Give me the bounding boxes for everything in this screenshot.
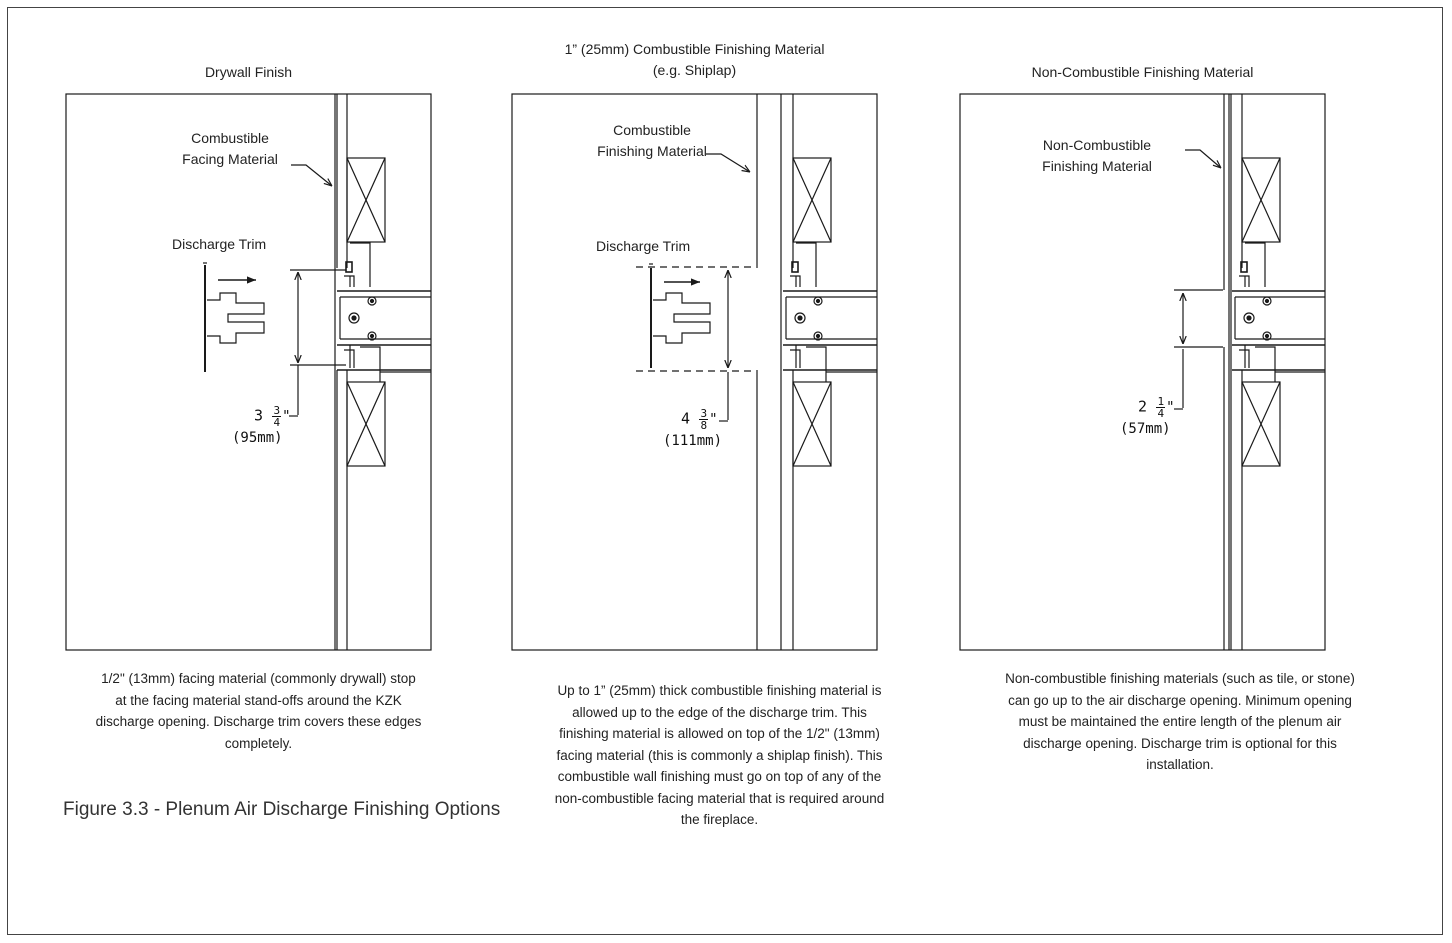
figure-caption: Figure 3.3 - Plenum Air Discharge Finish… [63,799,501,820]
panel-2-lower-stud [792,381,832,467]
panel-3-plenum [1232,242,1325,382]
panel-2-dimension-metric: (111mm) [663,433,723,449]
panel-2-discharge-trim-label: Discharge Trim [596,238,691,254]
panel-1-facing-label: Combustible Facing Material [182,130,278,167]
panel-3-finishing-label: Non-Combustible Finishing Material [1042,137,1152,174]
panel-2-wall [756,94,794,650]
panel-2-discharge-trim [649,263,711,368]
panel-3-dimension-metric: (57mm) [1120,421,1171,437]
panel-3-title: Non-Combustible Finishing Material [1031,64,1254,80]
panel-1-wall [334,94,348,650]
panel-2-title: 1” (25mm) Combustible Finishing Material… [564,41,825,78]
panel-1-discharge-trim [203,262,265,372]
panel-2-upper-stud [792,157,832,243]
panel-1-dimension-lines [289,269,346,417]
panel-3-dimension-lines [1174,289,1223,410]
panel-1-caption: 1/2" (13mm) facing material (commonly dr… [95,671,422,751]
panel-3-finishing-leader [1185,149,1221,168]
panel-3-upper-stud [1241,157,1281,243]
panel-1-title: Drywall Finish [204,64,293,80]
panel-3-lower-stud [1241,381,1281,467]
panel-1-dimension-metric: (95mm) [232,430,283,446]
panel-1-upper-stud [346,157,386,243]
panel-2-drawing [511,93,878,651]
panel-1-facing-leader [291,164,332,186]
page-frame [7,7,1443,935]
panel-2-caption: Up to 1” (25mm) thick combustible finish… [554,683,885,827]
panel-1-lower-stud [346,381,386,467]
panel-2-finishing-label: Combustible Finishing Material [597,122,707,159]
panel-3-caption: Non-combustible finishing materials (suc… [1005,671,1355,772]
panel-3-border [959,93,1326,651]
panel-3-drawing [959,93,1326,651]
panel-1-plenum [337,242,431,382]
panel-1-discharge-trim-label: Discharge Trim [172,236,267,252]
panel-2-dimension-lines [636,266,756,422]
panel-2-plenum [783,242,877,382]
panel-1-drawing [65,93,432,651]
panel-3-wall [1223,94,1243,650]
panel-2-finishing-leader [706,153,750,172]
